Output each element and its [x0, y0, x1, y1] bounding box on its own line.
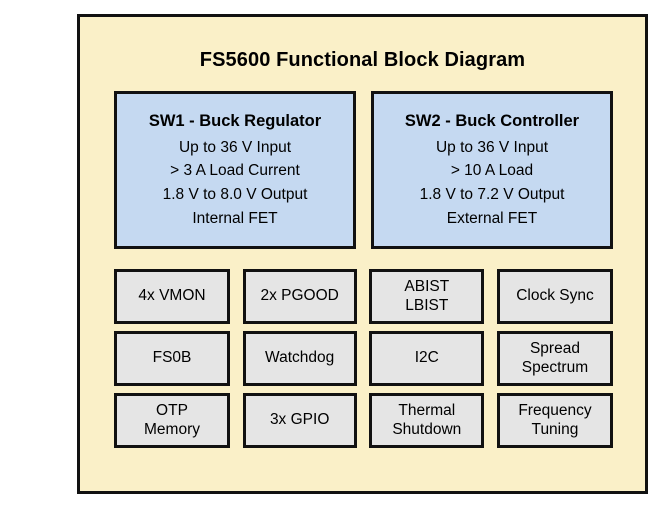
feature-block-i2c-line-1: I2C: [414, 349, 439, 367]
feature-block-otp-memory-line-1: OTP: [156, 401, 188, 419]
feature-block-thermal-shutdown-line-2: Shutdown: [392, 420, 462, 438]
feature-block-spread-spectrum-text: Spread Spectrum: [522, 340, 588, 378]
feature-block-frequency-tuning: Frequency Tuning: [496, 393, 613, 448]
feature-block-otp-memory-text: OTP Memory: [144, 402, 200, 440]
feature-block-spread-spectrum-line-2: Spectrum: [521, 358, 589, 376]
feature-block-abist-lbist-line-2: LBIST: [405, 296, 449, 314]
feature-block-fs0b: FS0B: [114, 331, 230, 386]
feature-block-clock-sync-line-1: Clock Sync: [516, 287, 594, 305]
switcher-block-sw2-spec-output: 1.8 V to 7.2 V Output: [419, 186, 565, 203]
switcher-block-row: SW1 - Buck Regulator Up to 36 V Input > …: [114, 91, 613, 249]
feature-block-frequency-tuning-line-1: Frequency: [518, 401, 592, 419]
feature-block-pgood-line-1: 2x PGOOD: [260, 287, 339, 305]
feature-block-gpio-line-1: 3x GPIO: [269, 411, 330, 429]
switcher-block-sw2: SW2 - Buck Controller Up to 36 V Input >…: [371, 91, 613, 249]
feature-block-abist-lbist: ABIST LBIST: [369, 269, 485, 324]
feature-block-thermal-shutdown-line-1: Thermal: [398, 401, 456, 419]
feature-block-grid: 4x VMON 2x PGOOD ABIST LBIST Clock Sync …: [114, 269, 613, 448]
feature-block-i2c: I2C: [369, 331, 485, 386]
feature-block-watchdog: Watchdog: [242, 331, 357, 386]
feature-block-spread-spectrum: Spread Spectrum: [496, 331, 613, 386]
switcher-block-sw1-spec-load: > 3 A Load Current: [170, 162, 300, 180]
feature-block-fs0b-line-1: FS0B: [152, 349, 192, 367]
feature-block-frequency-tuning-line-2: Tuning: [531, 420, 579, 438]
switcher-block-sw1: SW1 - Buck Regulator Up to 36 V Input > …: [114, 91, 356, 249]
feature-block-vmon-line-1: 4x VMON: [138, 287, 206, 305]
feature-block-abist-lbist-text: ABIST LBIST: [404, 278, 449, 316]
feature-block-thermal-shutdown: Thermal Shutdown: [369, 393, 485, 448]
feature-block-watchdog-line-1: Watchdog: [265, 349, 335, 367]
feature-block-pgood: 2x PGOOD: [242, 269, 357, 324]
feature-block-vmon: 4x VMON: [114, 269, 230, 324]
switcher-block-sw1-spec-input: Up to 36 V Input: [178, 138, 292, 156]
switcher-block-sw2-title: SW2 - Buck Controller: [404, 111, 580, 130]
switcher-block-sw1-spec-output: 1.8 V to 8.0 V Output: [162, 186, 308, 203]
feature-block-otp-memory-line-2: Memory: [144, 420, 200, 438]
switcher-block-sw1-spec-fet: Internal FET: [192, 209, 278, 227]
feature-block-gpio: 3x GPIO: [242, 393, 357, 448]
feature-block-otp-memory: OTP Memory: [114, 393, 230, 448]
page-title: FS5600 Functional Block Diagram: [199, 49, 526, 71]
feature-block-spread-spectrum-line-1: Spread: [529, 339, 580, 357]
switcher-block-sw2-spec-load: > 10 A Load: [450, 162, 534, 180]
feature-block-clock-sync: Clock Sync: [496, 269, 613, 324]
feature-block-frequency-tuning-text: Frequency Tuning: [518, 402, 591, 440]
feature-block-thermal-shutdown-text: Thermal Shutdown: [392, 402, 461, 440]
switcher-block-sw2-spec-fet: External FET: [446, 209, 538, 227]
diagram-panel: FS5600 Functional Block Diagram SW1 - Bu…: [77, 14, 648, 494]
switcher-block-sw2-spec-input: Up to 36 V Input: [435, 138, 549, 156]
feature-block-abist-lbist-line-1: ABIST: [404, 277, 450, 295]
switcher-block-sw1-title: SW1 - Buck Regulator: [148, 111, 322, 130]
